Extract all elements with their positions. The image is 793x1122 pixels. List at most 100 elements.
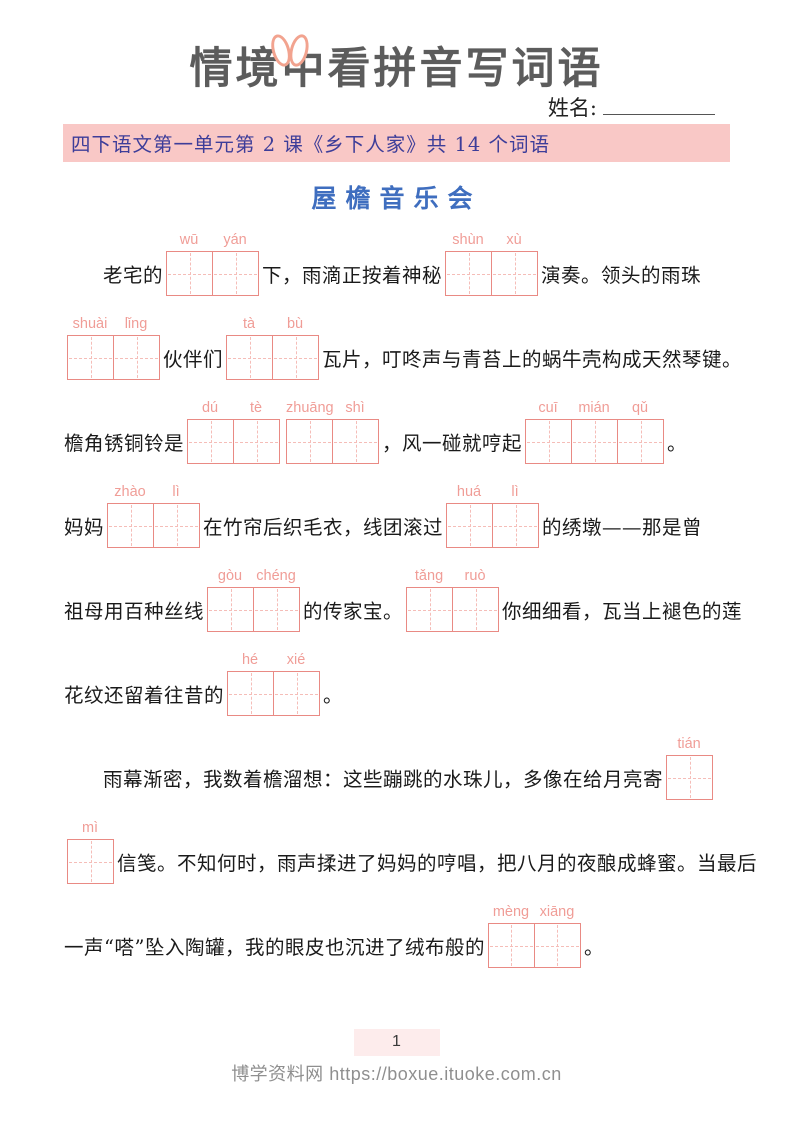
body-text: 妈妈 [64,515,105,539]
writing-cell [489,924,534,967]
student-name-field: 姓名: [548,92,715,122]
body-text: 。 [583,935,604,959]
writing-cell [212,252,258,295]
body-text: 演奏。领头的雨珠 [541,263,702,287]
page-header: 情境中看拼音写词语 姓名: [0,0,793,120]
writing-cell [113,336,159,379]
body-text: 在竹帘后织毛衣，线团滚过 [203,515,444,539]
writing-cell [452,588,498,631]
body-text: 祖母用百种丝线 [64,599,205,623]
writing-cell [188,420,233,463]
writing-cell [526,420,571,463]
writing-cell [228,672,273,715]
body-text: 下，雨滴正按着神秘 [262,263,443,287]
writing-cell [272,336,318,379]
writing-grid [226,335,320,380]
body-text: 。 [323,683,344,707]
writing-cell [153,504,199,547]
body-text: 信笺。不知何时，雨声揉进了妈妈的哼唱，把八月的夜酿成蜂蜜。当最后 [117,851,758,875]
body-text: 伙伴们 [163,347,224,371]
source-site-text: 博学资料网 https://boxue.ituoke.com.cn [231,1064,562,1084]
writing-grid [227,671,321,716]
writing-cell [491,252,537,295]
writing-grid [525,419,665,464]
writing-cell [68,336,113,379]
page-number-badge: 1 [353,1029,440,1056]
body-text: 檐角锈铜铃是 [64,431,185,455]
pinyin-word-group: tián [666,735,714,800]
body-text: 一声“嗒”坠入陶罐，我的眼皮也沉进了绒布般的 [64,935,485,959]
name-underline [603,94,715,115]
writing-cell [167,252,212,295]
body-text: 雨幕渐密，我数着檐溜想：这些蹦跳的水珠儿，多像在给月亮寄 [103,767,664,791]
writing-cell [332,420,378,463]
writing-cell [447,504,492,547]
writing-cell [617,420,663,463]
writing-grid [207,587,301,632]
worksheet-line: mì 信笺。不知何时，雨声揉进了妈妈的哼唱，把八月的夜酿成蜂蜜。当最后 [64,817,757,884]
passage-title: 屋檐音乐会 [311,184,482,213]
writing-cell [208,588,253,631]
body-text: 的绣墩——那是曾 [542,515,703,539]
writing-grid [406,587,500,632]
writing-cell [68,840,113,883]
worksheet-line: 雨幕渐密，我数着檐溜想：这些蹦跳的水珠儿，多像在给月亮寄 tián [64,733,729,800]
writing-grid [445,251,539,296]
writing-grid [286,419,380,464]
writing-grid [166,251,260,296]
writing-cell [492,504,538,547]
writing-cell [407,588,452,631]
writing-cell [108,504,153,547]
writing-cell [287,420,332,463]
pinyin-label: mì [81,819,99,836]
writing-cell [233,420,279,463]
bunny-ears-icon [267,32,312,69]
writing-grid [107,503,201,548]
writing-grid [446,503,540,548]
writing-grid [67,839,114,884]
page-footer: 1 博学资料网 https://boxue.ituoke.com.cn [0,1029,793,1086]
body-text: 。 [667,431,688,455]
writing-grid [487,923,581,968]
writing-cell [571,420,617,463]
writing-cell [533,924,580,967]
pinyin-word-group: mì [67,820,114,884]
body-text: 花纹还留着往昔的 [64,683,225,707]
body-text: 老宅的 [103,263,164,287]
writing-cell [446,252,491,295]
body-text: 瓦片，叮咚声与青苔上的蜗牛壳构成天然琴键。 [322,347,743,371]
pinyin-label: tián [677,735,701,752]
body-text: ，风一碰就哼起 [382,431,523,455]
writing-grid [187,419,281,464]
